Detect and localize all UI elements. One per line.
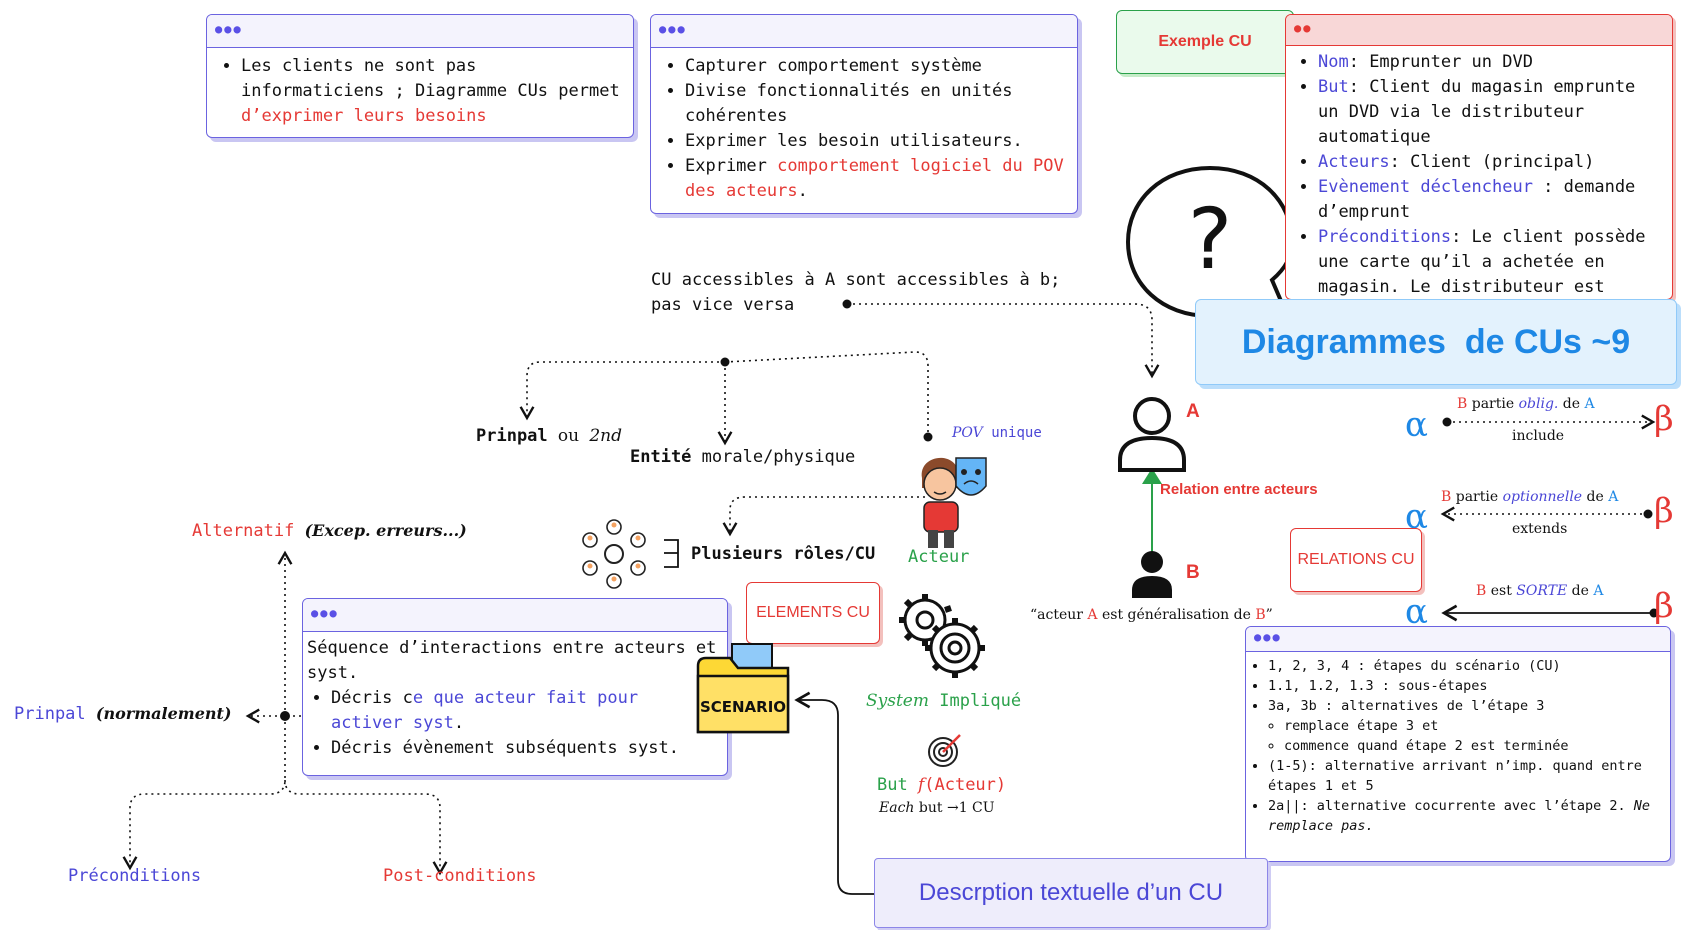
alpha-symbol: α: [1405, 497, 1428, 537]
pov-unique-label: POV unique: [952, 425, 1042, 441]
extend-caption: B partie optionnelle de A: [1441, 489, 1619, 505]
numbering-item: 3a, 3b : alternatives de l’étape 3 rempl…: [1268, 696, 1664, 756]
beta-symbol: β: [1654, 586, 1674, 626]
scenario-window: ●●● Séquence d’interactions entre acteur…: [302, 598, 728, 776]
scenario-icon-label: SCENARIO: [700, 698, 786, 716]
numbering-subitem: commence quand étape 2 est terminée: [1284, 736, 1664, 756]
actor-a-label: A: [1186, 401, 1200, 422]
generalisation-sentence: “acteur A est généralisation de B”: [1030, 607, 1273, 623]
access-note: CU accessibles à A sont accessibles à b;…: [651, 270, 1061, 315]
cu-field-acteurs: Acteurs: Client (principal): [1318, 150, 1664, 175]
relations-cu-tag: RELATIONS CU: [1290, 528, 1422, 592]
roles-label: Plusieurs rôles/CU: [691, 544, 876, 564]
window-dots-icon: ●●: [1294, 21, 1313, 35]
extend-label: extends: [1512, 521, 1568, 537]
actor-a-icon: [1118, 397, 1186, 472]
actor-entity-label: Entité morale/physique: [630, 447, 856, 467]
window-titlebar: ●●: [1286, 15, 1672, 46]
purpose-item: Capturer comportement système: [685, 54, 1067, 79]
cu-field-nom: Nom: Emprunter un DVD: [1318, 50, 1664, 75]
gears-icon: [899, 594, 985, 678]
window-dots-icon: ●●●: [659, 22, 687, 36]
purpose-note-window: ●●● Capturer comportement système Divise…: [650, 14, 1078, 214]
scenario-item: Décris évènement subséquents syst.: [331, 736, 723, 761]
page-title: Diagrammes de CUs ~9: [1195, 299, 1677, 385]
svg-text:?: ?: [1188, 190, 1233, 288]
window-dots-icon: ●●●: [311, 606, 339, 620]
numbering-item: 1.1, 1.2, 1.3 : sous-étapes: [1268, 676, 1664, 696]
actor-type-label: Prinpal ou 2nd: [476, 426, 622, 446]
sorte-caption: B est SORTE de A: [1476, 583, 1604, 599]
numbering-body: 1, 2, 3, 4 : étapes du scénario (CU) 1.1…: [1246, 652, 1670, 840]
each-but-label: Each but →1 CU: [879, 800, 995, 816]
scenario-definition: Séquence d’interactions entre acteurs et…: [307, 638, 717, 683]
elements-cu-tag: ELEMENTS CU: [746, 582, 880, 644]
clients-note-window: ●●● Les clients ne sont pasinformaticien…: [206, 14, 634, 138]
relation-actors-label: Relation entre acteurs: [1160, 481, 1318, 498]
numbering-window: ●●● 1, 2, 3, 4 : étapes du scénario (CU)…: [1245, 626, 1671, 862]
prinpal-label: Prinpal (normalement): [14, 704, 232, 724]
roles-network-icon: [582, 519, 646, 589]
numbering-item: 1, 2, 3, 4 : étapes du scénario (CU): [1268, 656, 1664, 676]
purpose-note-body: Capturer comportement système Divise fon…: [651, 48, 1077, 210]
beta-symbol: β: [1654, 491, 1674, 531]
numbering-item: (1-5): alternative arrivant n’imp. quand…: [1268, 756, 1664, 796]
actor-mask-icon: [921, 457, 987, 548]
but-label: But f(Acteur): [877, 775, 1007, 795]
exemple-cu-body: Nom: Emprunter un DVD But: Client du mag…: [1286, 46, 1672, 299]
postconditions-label: Post-conditions: [383, 866, 537, 886]
numbering-subitem: remplace étape 3 et: [1284, 716, 1664, 736]
scenario-folder-icon: SCENARIO: [696, 643, 790, 734]
window-titlebar: ●●●: [303, 599, 727, 632]
actor-label: Acteur: [908, 547, 970, 567]
exemple-cu-window: ●● Nom: Emprunter un DVD But: Client du …: [1285, 14, 1673, 300]
alpha-symbol: α: [1405, 405, 1428, 445]
include-caption: B partie oblig. de A: [1457, 396, 1595, 412]
actor-b-label: B: [1186, 562, 1200, 583]
alpha-symbol: α: [1405, 592, 1428, 632]
purpose-item: Exprimer comportement logiciel du POVdes…: [685, 154, 1067, 204]
actor-b-icon: [1132, 551, 1172, 598]
beta-symbol: β: [1654, 399, 1674, 439]
description-title-box: Descrption textuelle d’un CU: [874, 858, 1268, 928]
scenario-body: Séquence d’interactions entre acteurs et…: [303, 632, 727, 765]
include-label: include: [1512, 428, 1565, 444]
target-icon: [928, 734, 961, 767]
preconditions-label: Préconditions: [68, 866, 202, 886]
window-dots-icon: ●●●: [1254, 630, 1282, 644]
numbering-item: 2a||: alternative cocurrente avec l’étap…: [1268, 796, 1664, 836]
window-titlebar: ●●●: [1246, 627, 1670, 652]
window-titlebar: ●●●: [651, 15, 1077, 48]
system-label: System Impliqué: [866, 691, 1022, 711]
alternatif-label: Alternatif (Excep. erreurs...): [192, 521, 467, 541]
purpose-item: Divise fonctionnalités en unitéscohérent…: [685, 79, 1067, 129]
window-dots-icon: ●●●: [215, 22, 243, 36]
window-titlebar: ●●●: [207, 15, 633, 48]
exemple-cu-tag: Exemple CU: [1116, 10, 1294, 74]
purpose-item: Exprimer les besoin utilisateurs.: [685, 129, 1067, 154]
